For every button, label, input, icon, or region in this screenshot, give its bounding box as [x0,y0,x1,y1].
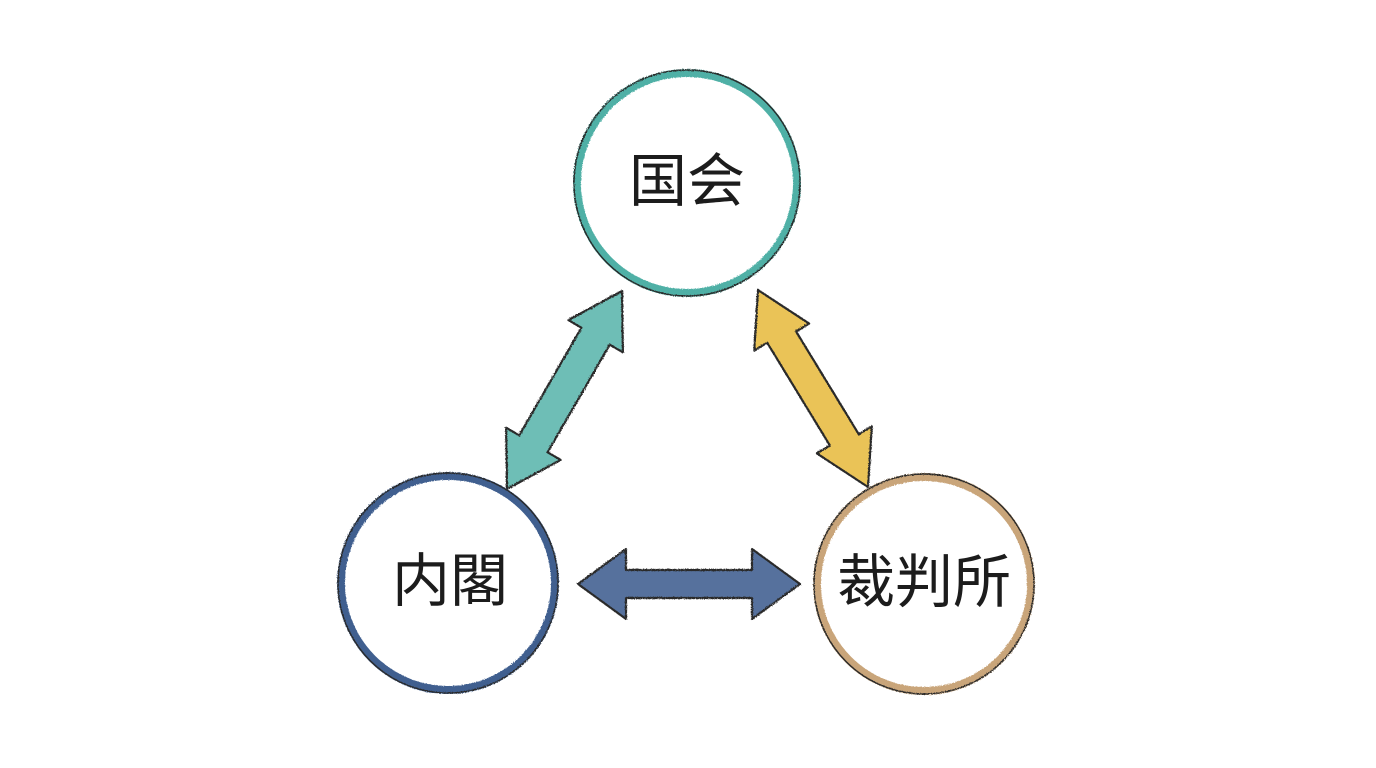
arrow-diet-cabinet-shape [505,289,625,491]
node-courts: 裁判所 [813,473,1035,695]
node-courts-outline [813,473,1035,695]
node-courts-label: 裁判所 [837,548,1011,616]
node-courts-ring [813,473,1035,695]
arrow-cabinet-courts-shape [576,547,802,621]
node-cabinet-outline [337,472,559,694]
arrow-cabinet-courts [576,547,802,621]
node-cabinet: 内閣 [337,472,559,694]
node-cabinet-ring [337,472,559,694]
arrow-diet-courts-shape [753,288,873,489]
node-diet-ring [573,69,801,297]
node-diet-label: 国会 [629,147,745,215]
node-diet: 国会 [573,69,801,297]
node-diet-outline [573,69,801,297]
arrow-diet-courts [753,288,873,489]
node-cabinet-label: 内閣 [392,547,508,615]
arrow-diet-cabinet [505,289,625,491]
